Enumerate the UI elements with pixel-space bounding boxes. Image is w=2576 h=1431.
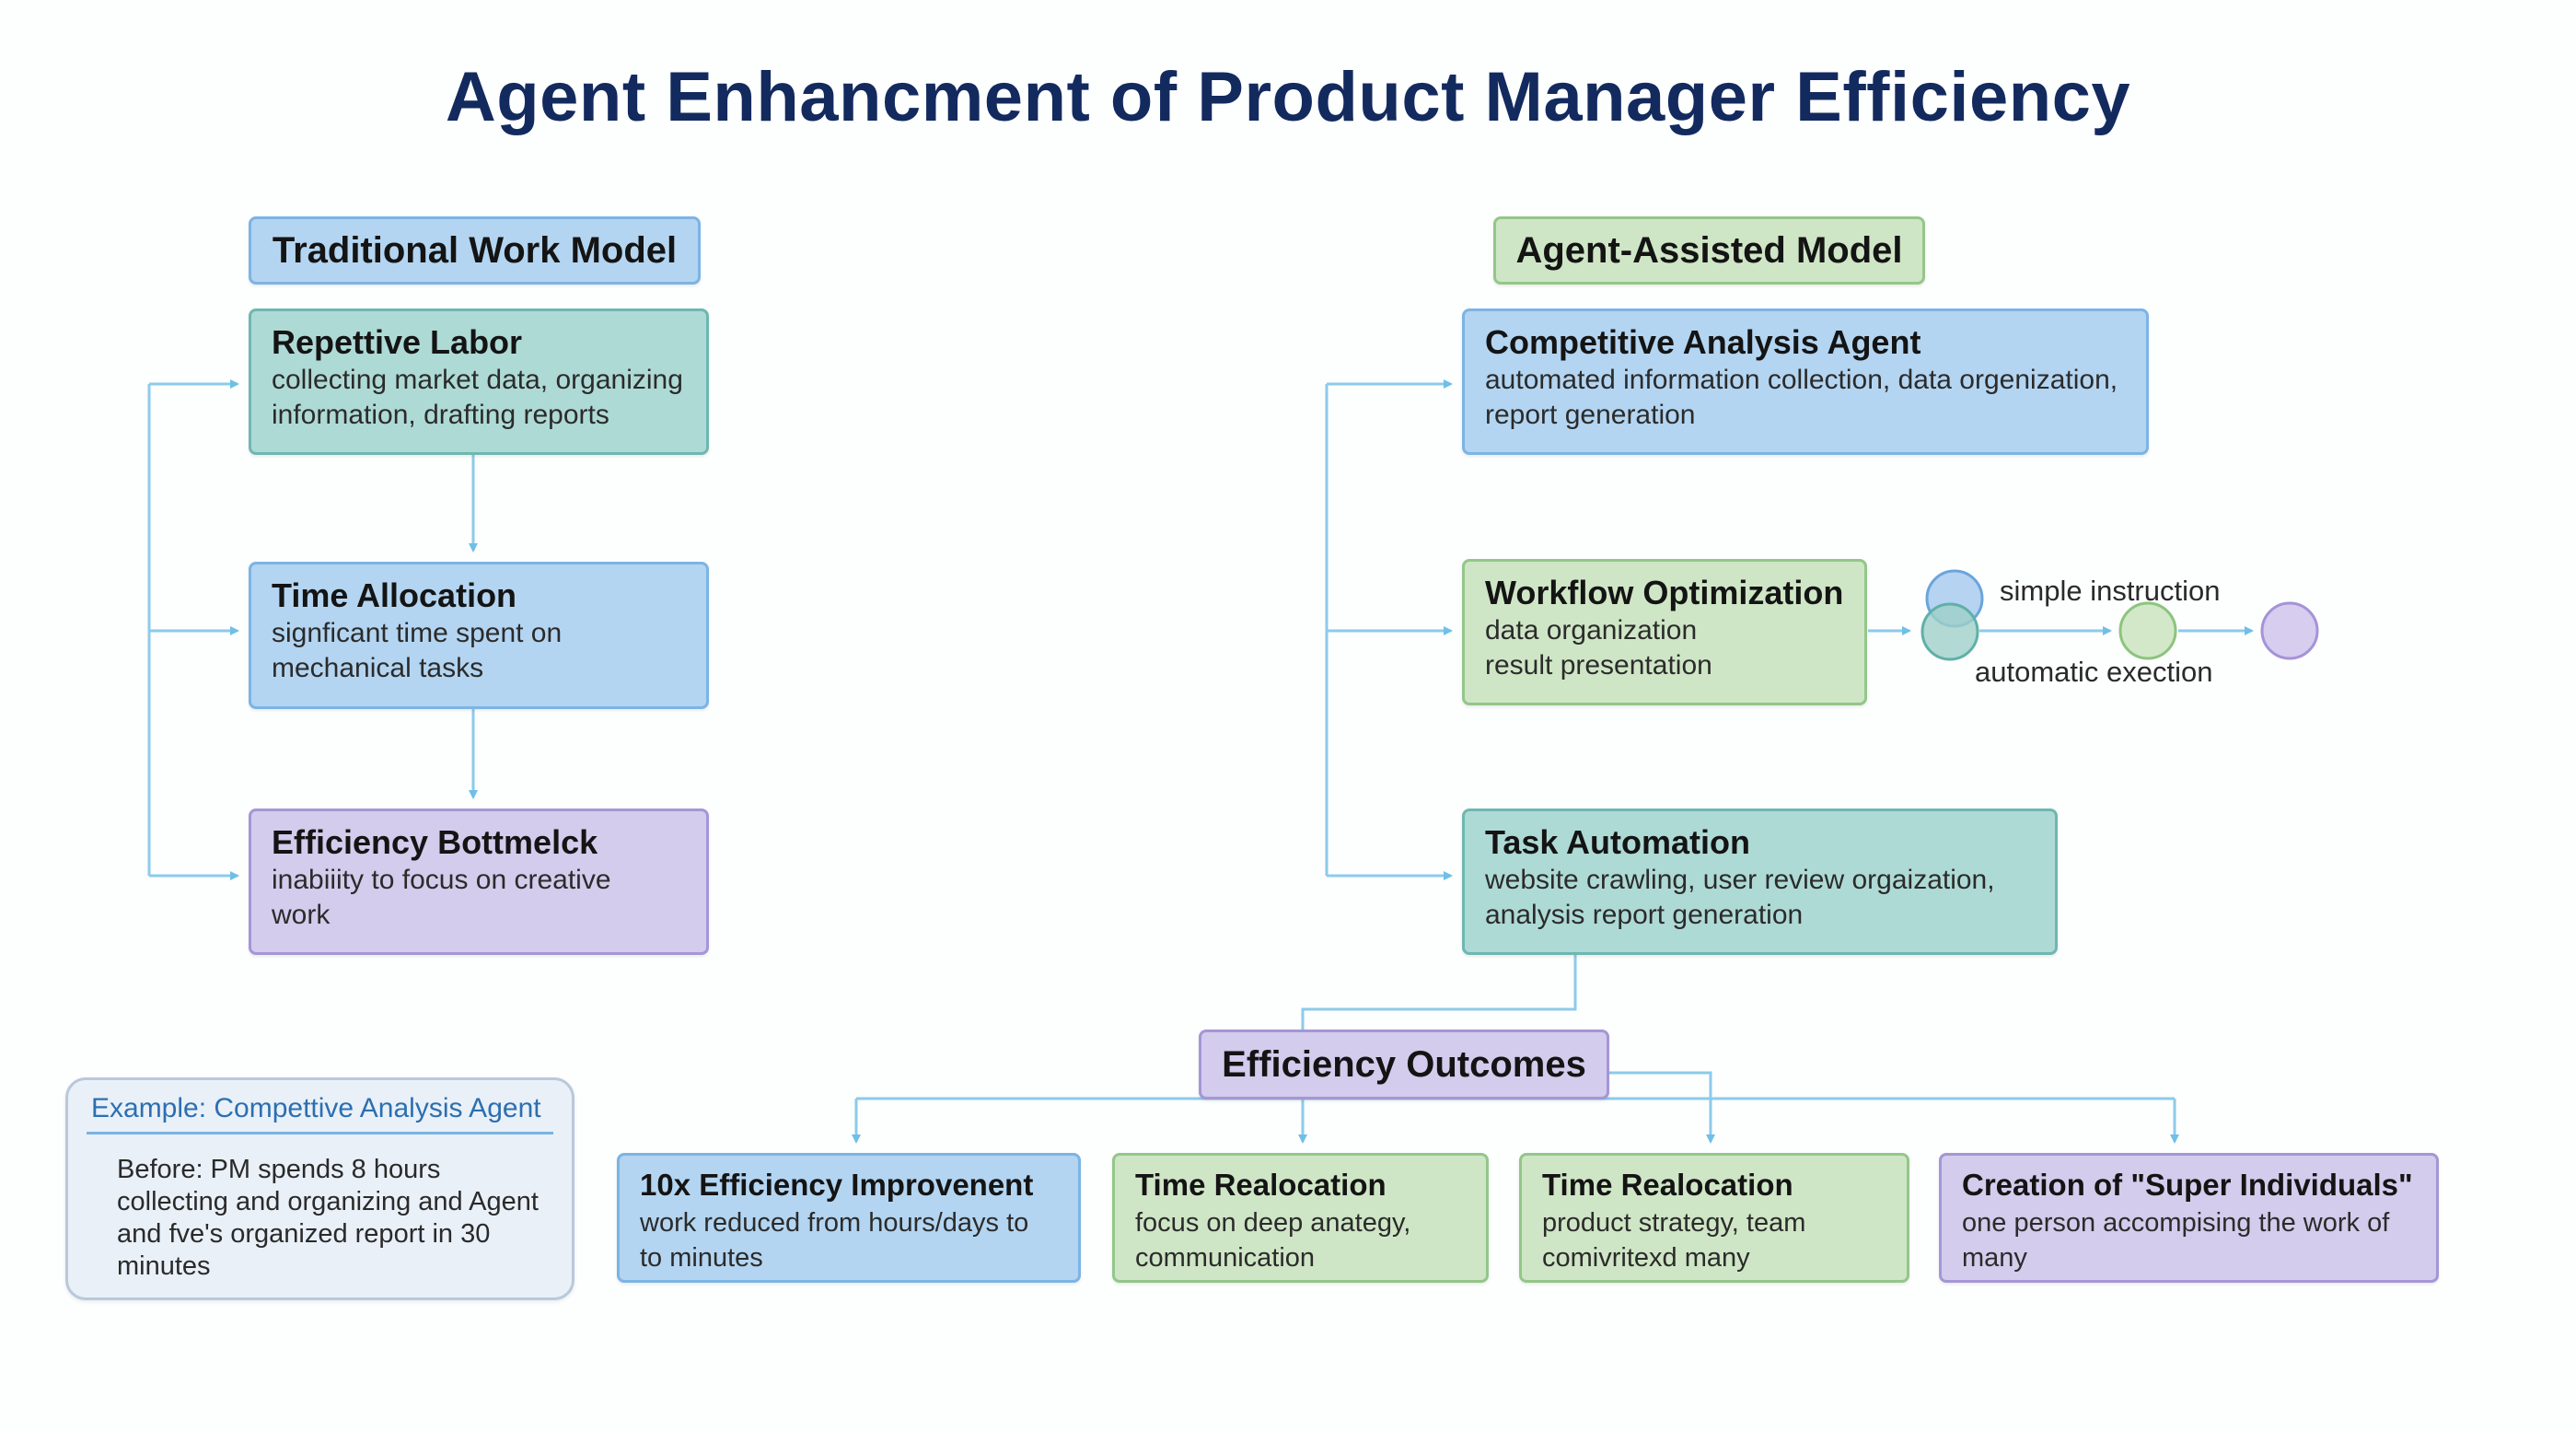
traditional-model-header: Traditional Work Model (249, 216, 701, 285)
outcome-title: Time Realocation (1135, 1168, 1387, 1202)
workflow-label-instruction: simple instruction (2000, 575, 2221, 607)
repetitive-labor-node: Repettive Labor collecting market data, … (249, 308, 709, 455)
outcome-efficiency-improvement: 10x Efficiency Improvenent work reduced … (617, 1153, 1081, 1283)
node-desc-line: data organization (1485, 615, 1698, 646)
outcome-desc: work reduced from hours/days to to minut… (640, 1208, 1029, 1273)
outcomes-side-line (1608, 1071, 1712, 1099)
outcome-desc: product strategy, team comivritexd many (1542, 1208, 1806, 1273)
outcome-desc: one person accompising the work of many (1962, 1208, 2390, 1273)
outcome-title: Time Realocation (1542, 1168, 1793, 1202)
node-title: Efficiency Bottmelck (272, 823, 598, 861)
node-desc: automated information collection, data o… (1485, 365, 2118, 430)
example-body: Before: PM spends 8 hours collecting and… (117, 1155, 539, 1281)
node-desc: inabiiity to focus on creative work (272, 865, 611, 930)
example-heading: Example: Compettive Analysis Agent (91, 1093, 541, 1123)
outcome-super-individuals: Creation of "Super Individuals" one pers… (1939, 1153, 2439, 1283)
competitive-analysis-node: Competitive Analysis Agent automated inf… (1462, 308, 2149, 455)
node-title: Task Automation (1485, 823, 1751, 861)
node-title: Repettive Labor (272, 323, 523, 361)
workflow-optimization-node: Workflow Optimization data organization … (1462, 559, 1867, 705)
example-callout: Example: Compettive Analysis Agent Befor… (65, 1077, 574, 1300)
outcome-title: 10x Efficiency Improvenent (640, 1168, 1034, 1202)
example-divider (87, 1132, 553, 1134)
node-desc-line: result presentation (1485, 650, 1712, 681)
workflow-label-execution: automatic exection (1975, 656, 2213, 688)
node-title: Workflow Optimization (1485, 574, 1844, 611)
traditional-header-label: Traditional Work Model (272, 229, 678, 271)
agent-header-label: Agent-Assisted Model (1515, 229, 1903, 271)
efficiency-bottleneck-node: Efficiency Bottmelck inabiiity to focus … (249, 809, 709, 955)
execution-circle (2118, 601, 2177, 660)
time-allocation-node: Time Allocation signficant time spent on… (249, 562, 709, 709)
node-desc: collecting market data, organizing infor… (272, 365, 683, 430)
agent-model-header: Agent-Assisted Model (1493, 216, 1925, 285)
result-circle (2260, 601, 2319, 660)
outcome-time-reallocation-1: Time Realocation focus on deep anategy, … (1112, 1153, 1489, 1283)
diagram-title: Agent Enhancment of Product Manager Effi… (445, 58, 2131, 136)
task-to-outcomes-line (1301, 955, 1577, 1030)
agent-circle (1920, 602, 1979, 661)
node-title: Time Allocation (272, 576, 517, 614)
node-title: Competitive Analysis Agent (1485, 323, 1921, 361)
task-automation-node: Task Automation website crawling, user r… (1462, 809, 2058, 955)
outcome-desc: focus on deep anategy, communication (1135, 1208, 1411, 1273)
node-desc: website crawling, user review orgaizatio… (1485, 865, 1995, 930)
outcome-time-reallocation-2: Time Realocation product strategy, team … (1519, 1153, 1909, 1283)
outcomes-header-label: Efficiency Outcomes (1222, 1043, 1586, 1085)
outcome-title: Creation of "Super Individuals" (1962, 1168, 2413, 1202)
node-desc: signficant time spent on mechanical task… (272, 618, 563, 683)
efficiency-outcomes-header: Efficiency Outcomes (1199, 1030, 1609, 1099)
